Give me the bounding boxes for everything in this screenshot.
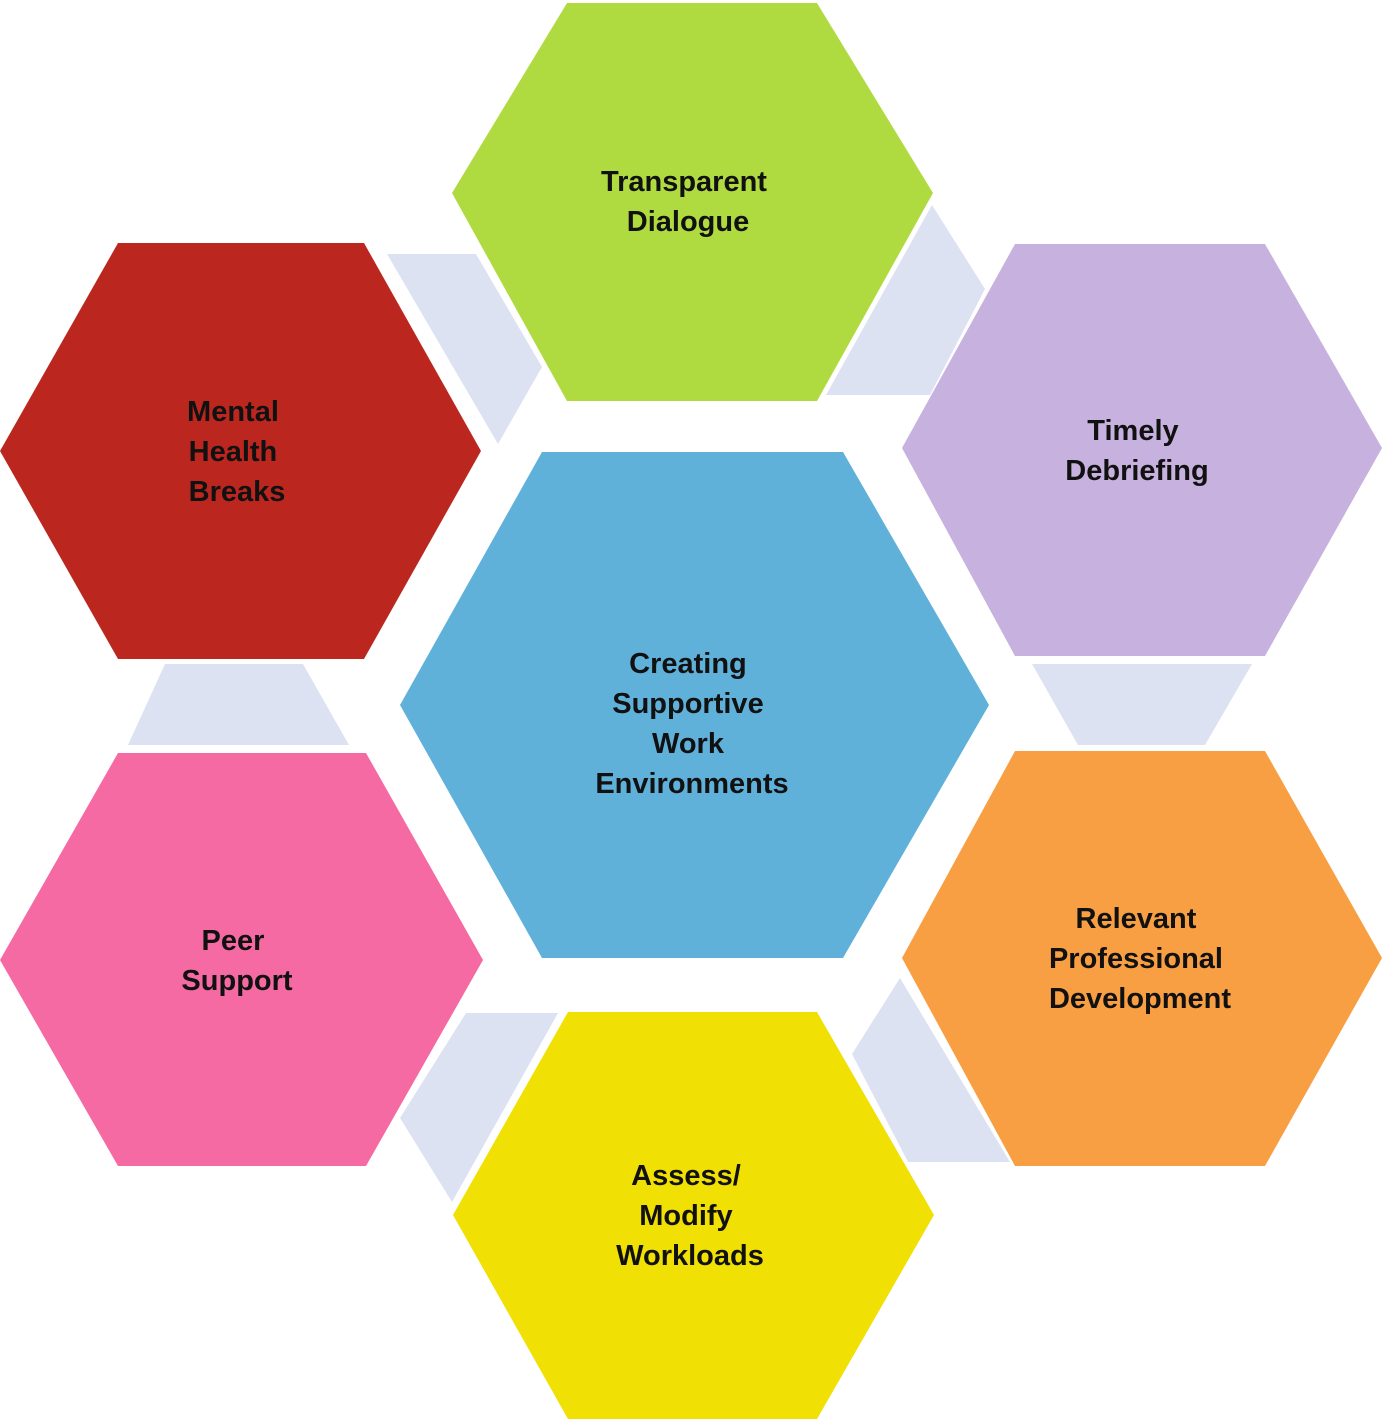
connectors	[128, 205, 1252, 1202]
center-hexagon-label: Creating Supportive Work Environments	[595, 648, 788, 800]
center-label-line: Creating	[629, 648, 747, 680]
hexagon-label-line: Assess/	[631, 1160, 741, 1192]
connector-relevant-assess	[852, 978, 1010, 1162]
hexagon-label-line: Professional	[1049, 943, 1223, 975]
hexagon-label-line: Dialogue	[627, 206, 749, 238]
hexagon-label-line: Debriefing	[1065, 455, 1208, 487]
hexagon-label: Peer Support	[181, 925, 292, 997]
center-hexagon: Creating Supportive Work Environments	[400, 452, 989, 958]
connector-peer-mental	[128, 664, 349, 745]
hexagon-timely-debriefing: Timely Debriefing	[902, 244, 1382, 656]
hexagon-label-line: Development	[1049, 983, 1231, 1015]
hexagon-label-line: Workloads	[616, 1240, 764, 1272]
hexagon-label-line: Modify	[639, 1200, 732, 1232]
center-label-line: Work	[652, 728, 725, 760]
hexagon-label-line: Transparent	[601, 166, 767, 198]
hexagon-shape	[452, 3, 933, 401]
connector-mental-transparent	[387, 254, 542, 444]
hexagon-peer-support: Peer Support	[0, 753, 483, 1166]
hexagon-relevant-professional-development: Relevant Professional Development	[902, 751, 1382, 1166]
hexagon-label: Assess/ Modify Workloads	[616, 1160, 764, 1272]
hexagon-label-line: Health	[189, 436, 278, 468]
center-hexagon-shape	[400, 452, 989, 958]
hexagon-shape	[0, 753, 483, 1166]
hexagon-label-line: Support	[181, 965, 292, 997]
hexagon-assess-modify-workloads: Assess/ Modify Workloads	[453, 1012, 934, 1419]
hexagon-label: Timely Debriefing	[1065, 415, 1208, 487]
hexagon-shape	[0, 243, 481, 659]
hexagon-label-line: Timely	[1087, 415, 1178, 447]
hexagon-shape	[902, 751, 1382, 1166]
hexagon-shape	[453, 1012, 934, 1419]
hexagon-label-line: Relevant	[1076, 903, 1197, 935]
hexagon-label: Transparent Dialogue	[601, 166, 775, 238]
center-label-line: Supportive	[612, 688, 763, 720]
connector-assess-peer	[400, 1013, 558, 1202]
connector-timely-relevant	[1032, 664, 1252, 745]
hexagon-label: Relevant Professional Development	[1049, 903, 1231, 1015]
connector-transparent-timely	[826, 205, 985, 395]
hexagon-mental-health-breaks: Mental Health Breaks	[0, 243, 481, 659]
hexagon-label-line: Peer	[202, 925, 265, 957]
center-label-line: Environments	[595, 768, 788, 800]
hexagon-label-line: Mental	[187, 396, 279, 428]
hexagon-label: Mental Health Breaks	[187, 396, 287, 508]
hexagon-label-line: Breaks	[189, 476, 286, 508]
hexagon-shape	[902, 244, 1382, 656]
hexagon-transparent-dialogue: Transparent Dialogue	[452, 3, 933, 401]
